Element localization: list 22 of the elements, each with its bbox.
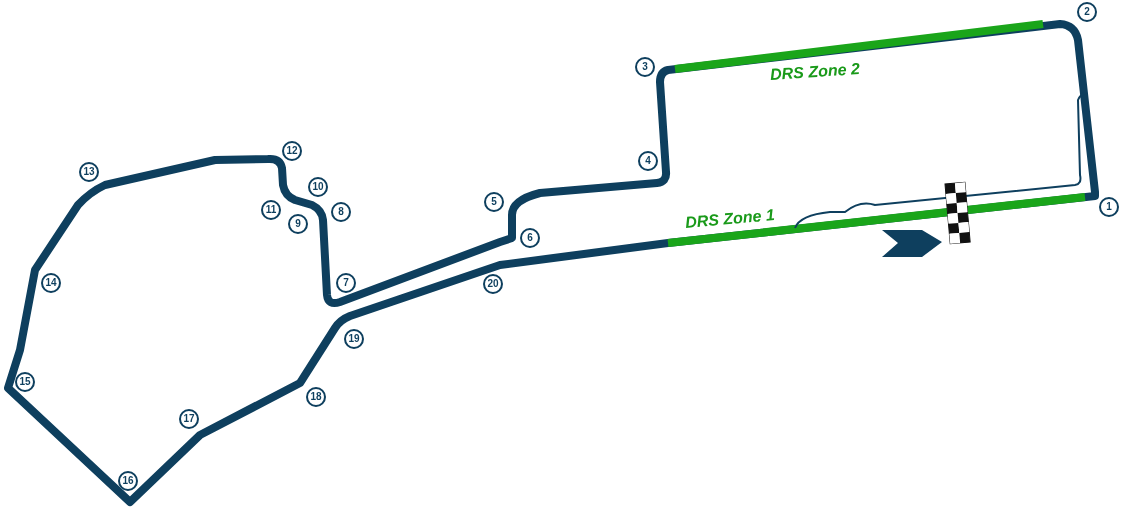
turn-number: 17	[179, 409, 199, 429]
turn-number: 10	[308, 177, 328, 197]
turn-number: 5	[484, 192, 504, 212]
turn-number: 7	[336, 273, 356, 293]
turn-number: 3	[635, 57, 655, 77]
turn-number: 14	[41, 273, 61, 293]
turn-number: 8	[331, 202, 351, 222]
turn-number: 13	[79, 162, 99, 182]
drs-zone-label: DRS Zone 2	[768, 59, 862, 85]
turn-number: 12	[282, 141, 302, 161]
turn-number: 15	[15, 372, 35, 392]
turn-number: 9	[288, 214, 308, 234]
turn-number: 11	[261, 200, 281, 220]
turn-number: 16	[118, 471, 138, 491]
turn-number: 4	[638, 151, 658, 171]
turn-number: 20	[483, 274, 503, 294]
turn-number: 2	[1077, 2, 1097, 22]
turn-number: 6	[520, 228, 540, 248]
turn-number: 19	[344, 329, 364, 349]
drs-zone-label: DRS Zone 1	[683, 205, 777, 233]
turn-number: 1	[1099, 197, 1119, 217]
turn-number: 18	[306, 387, 326, 407]
